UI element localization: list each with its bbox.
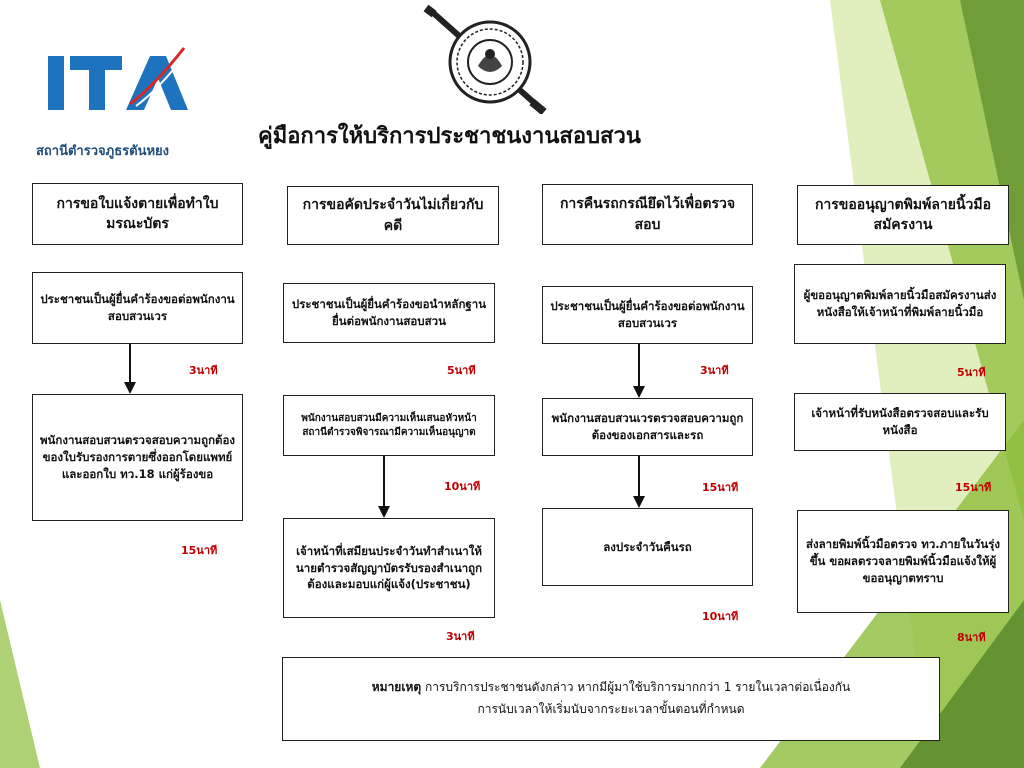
royal-thai-police-seal [420,4,560,116]
step-vehicle-2: พนักงานสอบสวนเวรตรวจสอบความถูกต้องของเอก… [542,398,753,456]
heading-death-certificate: การขอใบแจ้งตายเพื่อทำใบมรณะบัตร [32,183,243,245]
time-vehicle-3: 10นาที [702,610,739,623]
police-seal-icon [423,4,547,116]
note-text-2: การนับเวลาให้เริ่มนับจากระยะเวลาขั้นตอนท… [477,702,745,716]
step-record-2: พนักงานสอบสวนมีความเห็นเสนอหัวหน้าสถานีต… [283,395,495,456]
time-record-2: 10นาที [444,480,481,493]
heading-vehicle-return: การคืนรถกรณียึดไว้เพื่อตรวจสอบ [542,184,753,245]
arrow-down-icon [633,344,645,398]
time-vehicle-2: 15นาที [702,481,739,494]
time-record-3: 3นาที [446,630,475,643]
heading-daily-record-copy: การขอคัดประจำวันไม่เกี่ยวกับคดี [287,186,499,245]
step-fingerprint-1: ผู้ขออนุญาตพิมพ์ลายนิ้วมือสมัครงานส่งหนั… [794,264,1006,344]
note-box: หมายเหตุ การบริการประชาชนดังกล่าว หากมีผ… [282,657,940,741]
arrow-down-icon [633,456,645,508]
note-line-1: หมายเหตุ การบริการประชาชนดังกล่าว หากมีผ… [372,677,850,699]
note-label: หมายเหตุ [371,680,422,695]
heading-fingerprint-permit: การขออนุญาตพิมพ์ลายนิ้วมือสมัครงาน [797,185,1009,245]
step-vehicle-1: ประชาชนเป็นผู้ยื่นคำร้องขอต่อพนักงานสอบส… [542,286,753,344]
step-record-3: เจ้าหน้าที่เสมียนประจำวันทำสำเนาให้นายตำ… [283,518,495,618]
arrow-down-icon [378,456,390,518]
time-fingerprint-3: 8นาที [957,631,986,644]
ita-logo-icon [48,47,188,110]
ita-logo [44,46,190,116]
page-title: คู่มือการให้บริการประชาชนงานสอบสวน [258,124,641,149]
step-vehicle-3: ลงประจำวันคืนรถ [542,508,753,586]
note-text-1: การบริการประชาชนดังกล่าว หากมีผู้มาใช้บร… [424,680,851,695]
step-record-1: ประชาชนเป็นผู้ยื่นคำร้องขอนำหลักฐานยื่นต… [283,283,495,343]
time-vehicle-1: 3นาที [700,364,729,377]
time-death-1: 3นาที [189,364,218,377]
step-fingerprint-3: ส่งลายพิมพ์นิ้วมือตรวจ ทว.ภายในวันรุ่งขึ… [797,510,1009,613]
arrow-down-icon [124,344,136,394]
time-fingerprint-2: 15นาที [955,481,992,494]
step-death-1: ประชาชนเป็นผู้ยื่นคำร้องขอต่อพนักงานสอบส… [32,272,243,344]
time-death-2: 15นาที [181,544,218,557]
time-record-1: 5นาที [447,364,476,377]
station-name: สถานีตำรวจภูธรตันหยง [36,144,169,159]
time-fingerprint-1: 5นาที [957,366,986,379]
step-death-2: พนักงานสอบสวนตรวจสอบความถูกต้องของใบรับร… [32,394,243,521]
step-fingerprint-2: เจ้าหน้าที่รับหนังสือตรวจสอบและรับหนังสื… [794,393,1006,451]
